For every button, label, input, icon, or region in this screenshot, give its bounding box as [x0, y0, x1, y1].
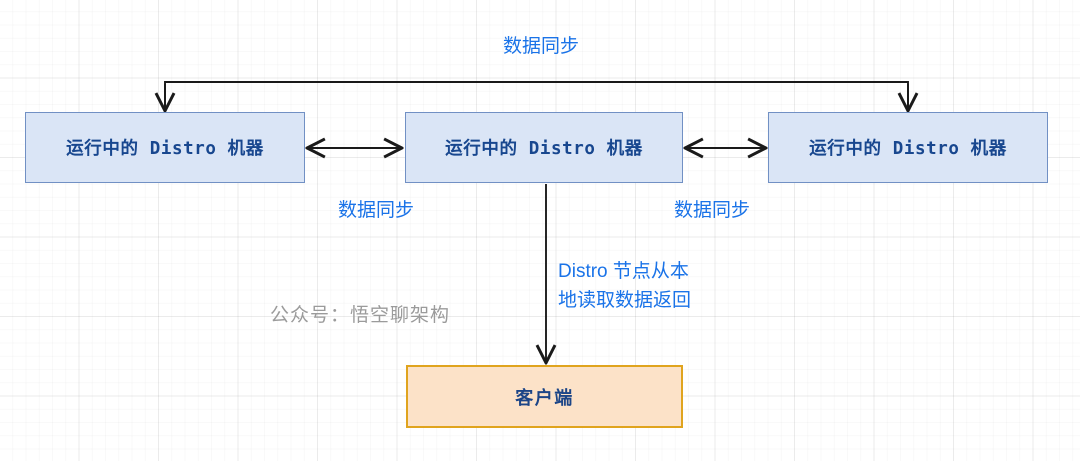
- node-distro-center-label: 运行中的 Distro 机器: [445, 139, 643, 159]
- node-distro-right-label: 运行中的 Distro 机器: [809, 139, 1007, 159]
- edge-label-left-sync: 数据同步: [337, 200, 414, 221]
- edge-label-client-read-line2: 地读取数据返回: [558, 290, 692, 311]
- edge-label-right-sync: 数据同步: [673, 200, 750, 221]
- node-distro-left[interactable]: 运行中的 Distro 机器: [25, 112, 305, 183]
- edge-label-client-read-line1: Distro 节点从本: [558, 261, 689, 282]
- edge-label-client-read: Distro 节点从本 地读取数据返回: [558, 257, 733, 315]
- edge-label-top-sync: 数据同步: [502, 36, 579, 57]
- node-client-label: 客户端: [515, 387, 574, 408]
- node-distro-left-label: 运行中的 Distro 机器: [66, 139, 264, 159]
- node-client[interactable]: 客户端: [406, 365, 683, 428]
- node-distro-center[interactable]: 运行中的 Distro 机器: [405, 112, 683, 183]
- node-distro-right[interactable]: 运行中的 Distro 机器: [768, 112, 1048, 183]
- watermark-text: 公众号：悟空聊架构: [270, 305, 451, 326]
- edge-top-sync-bus: [165, 81, 908, 110]
